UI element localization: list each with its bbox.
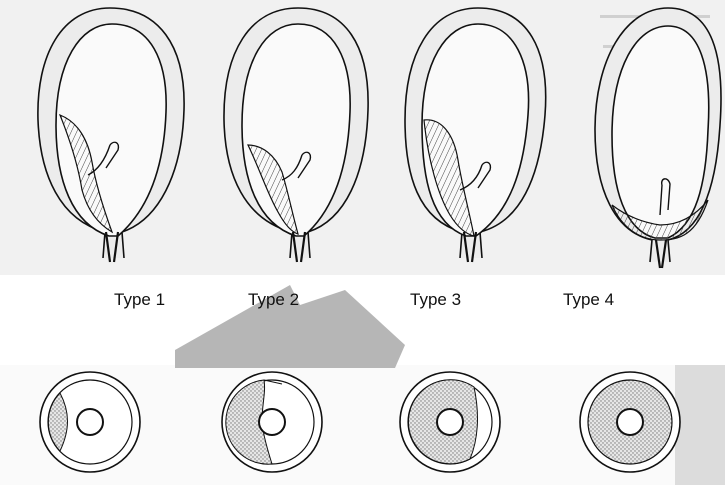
label-type-4: Type 4: [563, 290, 614, 310]
uterus-type-1: [38, 8, 184, 262]
cross-section-type-1: [40, 372, 140, 472]
label-type-3: Type 3: [410, 290, 461, 310]
cross-section-type-4: [580, 365, 725, 485]
uterus-type-2: [224, 8, 368, 262]
label-type-2: Type 2: [248, 290, 299, 310]
cross-section-type-2: [222, 372, 322, 472]
uterus-type-3: [405, 8, 546, 262]
uterus-type-4: [595, 8, 721, 268]
label-type-1: Type 1: [114, 290, 165, 310]
cross-section-type-3: [400, 372, 500, 472]
